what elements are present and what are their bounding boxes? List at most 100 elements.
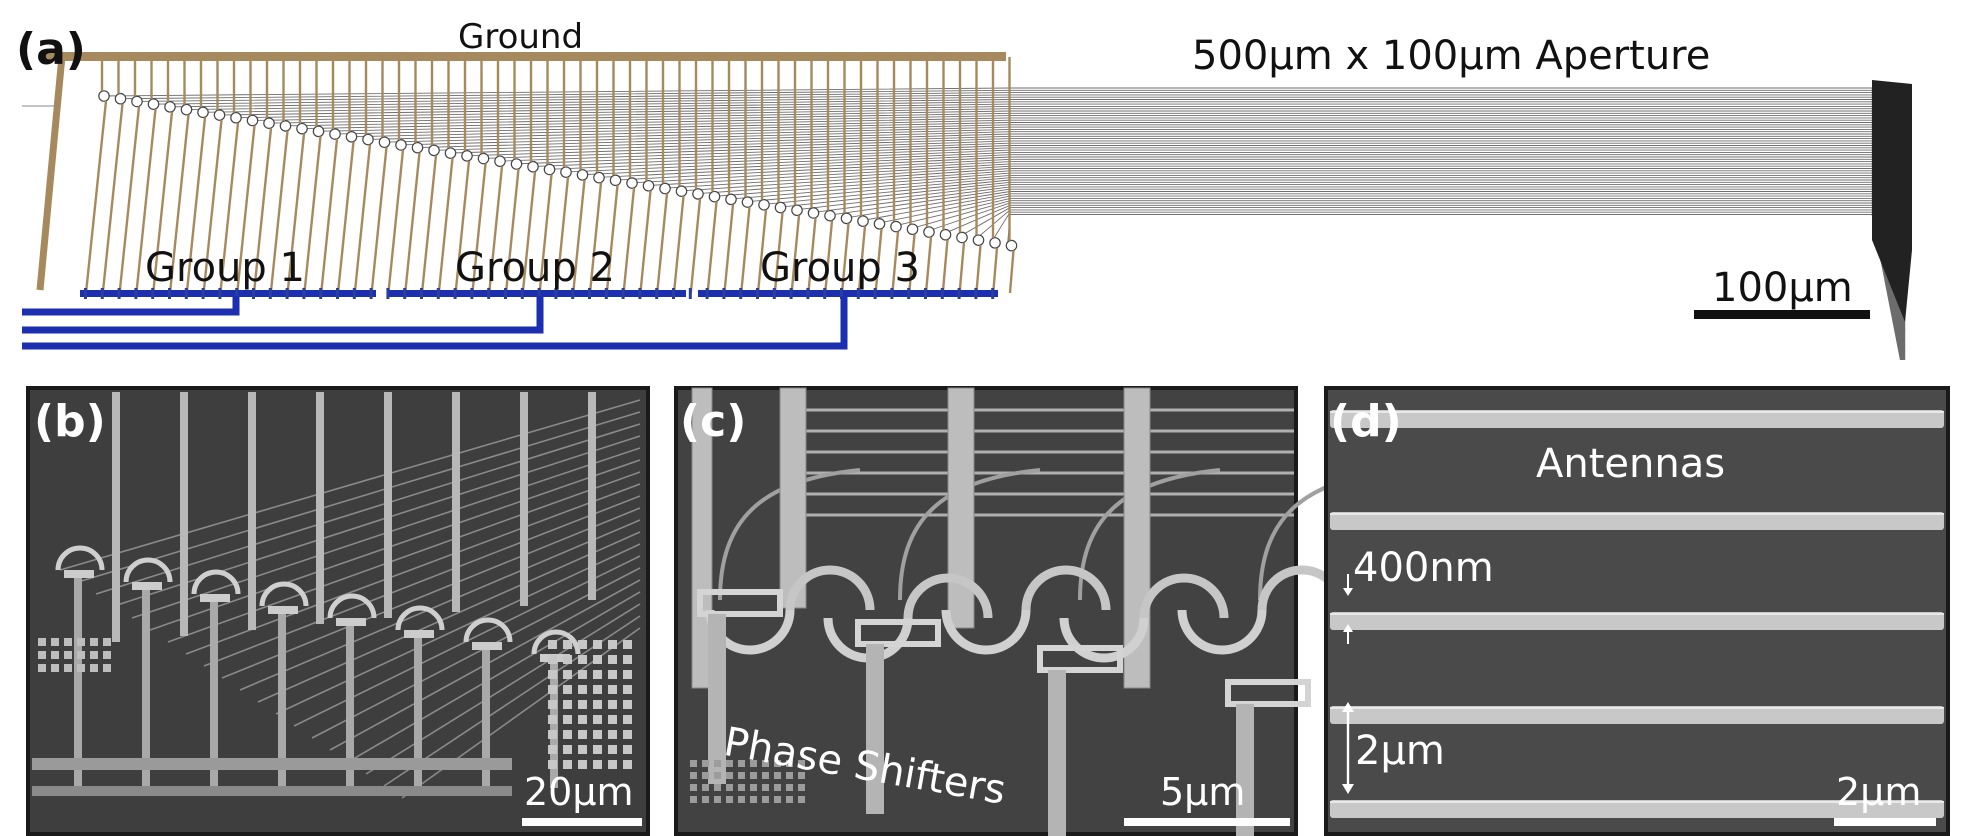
fill-square (608, 715, 617, 724)
signal-line (723, 204, 735, 294)
pad-contact (537, 288, 541, 299)
signal-line (639, 190, 652, 294)
antenna-grating (1330, 410, 1944, 428)
spacing-arrowhead-top (1343, 588, 1353, 596)
signal-line (152, 111, 174, 294)
waveguide-line (167, 471, 641, 643)
fill-square (623, 700, 632, 709)
signal-line (320, 138, 339, 294)
panel-d-letter: (d) (1330, 396, 1402, 447)
antenna-grating (1330, 706, 1944, 724)
phase-shifter-loop (708, 190, 721, 203)
signal-line (656, 193, 669, 294)
fill-square (563, 700, 572, 709)
signal-line (689, 198, 702, 294)
fill-square (726, 784, 733, 791)
spacing-arrowhead-bottom (1343, 624, 1353, 632)
signal-line (538, 174, 553, 294)
contact-bracket (1037, 645, 1123, 673)
phase-shifter-loop (378, 136, 391, 149)
phase-shifter-loop (395, 605, 445, 631)
antenna-grating (1330, 512, 1944, 530)
pad-contact (571, 288, 575, 299)
signal-line (454, 160, 471, 294)
pad-contact (218, 288, 222, 299)
pad-contact (168, 288, 171, 299)
bottom-electrode (1236, 704, 1254, 836)
signal-line (404, 152, 421, 294)
ground-post (36, 55, 66, 291)
fill-square (51, 651, 59, 659)
phase-shifter-loop (411, 141, 424, 154)
pad-contact (369, 288, 373, 299)
phase-shifter-loop (692, 188, 704, 200)
pad-contact (470, 288, 474, 299)
fill-square (90, 638, 98, 646)
fill-square (774, 784, 781, 791)
signal-line (370, 147, 388, 294)
fill-square (548, 730, 557, 739)
phase-shifter-loop (774, 201, 787, 214)
waveguide-line (59, 399, 641, 571)
top-electrode (588, 392, 596, 600)
fill-square (608, 670, 617, 679)
bottom-electrode (482, 650, 490, 788)
pad-contact (604, 288, 608, 299)
pad-contact (638, 288, 642, 299)
aperture-label: 500µm x 100µm Aperture (1192, 33, 1711, 79)
group-2-pad (388, 290, 686, 297)
pad-contact (520, 288, 524, 299)
signal-line (672, 196, 685, 294)
bottom-electrode (414, 638, 422, 788)
phase-shifter-loop (807, 207, 820, 219)
phase-shifter-loop (1059, 617, 1149, 663)
ground-bus (40, 52, 1006, 61)
fill-square (593, 745, 602, 754)
phase-shifter-loop (741, 196, 754, 208)
pad-contact (268, 288, 272, 299)
group-3-pad (698, 290, 998, 297)
phase-shifter-loop (1021, 565, 1111, 611)
signal-line (588, 182, 603, 294)
fill-square (578, 670, 587, 679)
phase-shifter-loop (609, 174, 622, 187)
signal-line (336, 141, 355, 294)
pad-contact (453, 288, 457, 299)
fill-square (608, 760, 617, 769)
fill-square (563, 640, 572, 649)
contact-bracket (1225, 679, 1311, 707)
signal-line (420, 155, 438, 294)
signal-line (185, 117, 207, 294)
pad-contact (957, 288, 961, 299)
pad-contact (688, 288, 692, 299)
phase-shifter-loop (477, 152, 490, 165)
phase-shifter-loop (972, 234, 985, 246)
pad-contact (151, 288, 155, 299)
panel-a-scalebar-label: 100µm (1712, 265, 1853, 311)
signal-line (555, 177, 570, 294)
waveguide-line (149, 459, 641, 631)
group-3-route (22, 296, 848, 350)
fill-square (593, 640, 602, 649)
fill-square (548, 745, 557, 754)
fill-square (563, 730, 572, 739)
signal-line (504, 168, 520, 294)
phase-shifter-loop (312, 125, 325, 138)
signal-line (857, 226, 867, 294)
pad-contact (772, 288, 776, 299)
phase-shifter-loop (939, 228, 952, 241)
pad-contact (302, 288, 306, 299)
fill-square (623, 640, 632, 649)
waveguide-line (257, 531, 641, 703)
pad-contact (907, 288, 911, 299)
fill-square (690, 796, 697, 803)
fill-square (578, 730, 587, 739)
fill-square (593, 670, 602, 679)
signal-line (773, 212, 784, 294)
fill-square (563, 655, 572, 664)
phase-shifter-loop (123, 557, 173, 583)
pad-contact (756, 288, 759, 299)
fill-square (702, 784, 709, 791)
